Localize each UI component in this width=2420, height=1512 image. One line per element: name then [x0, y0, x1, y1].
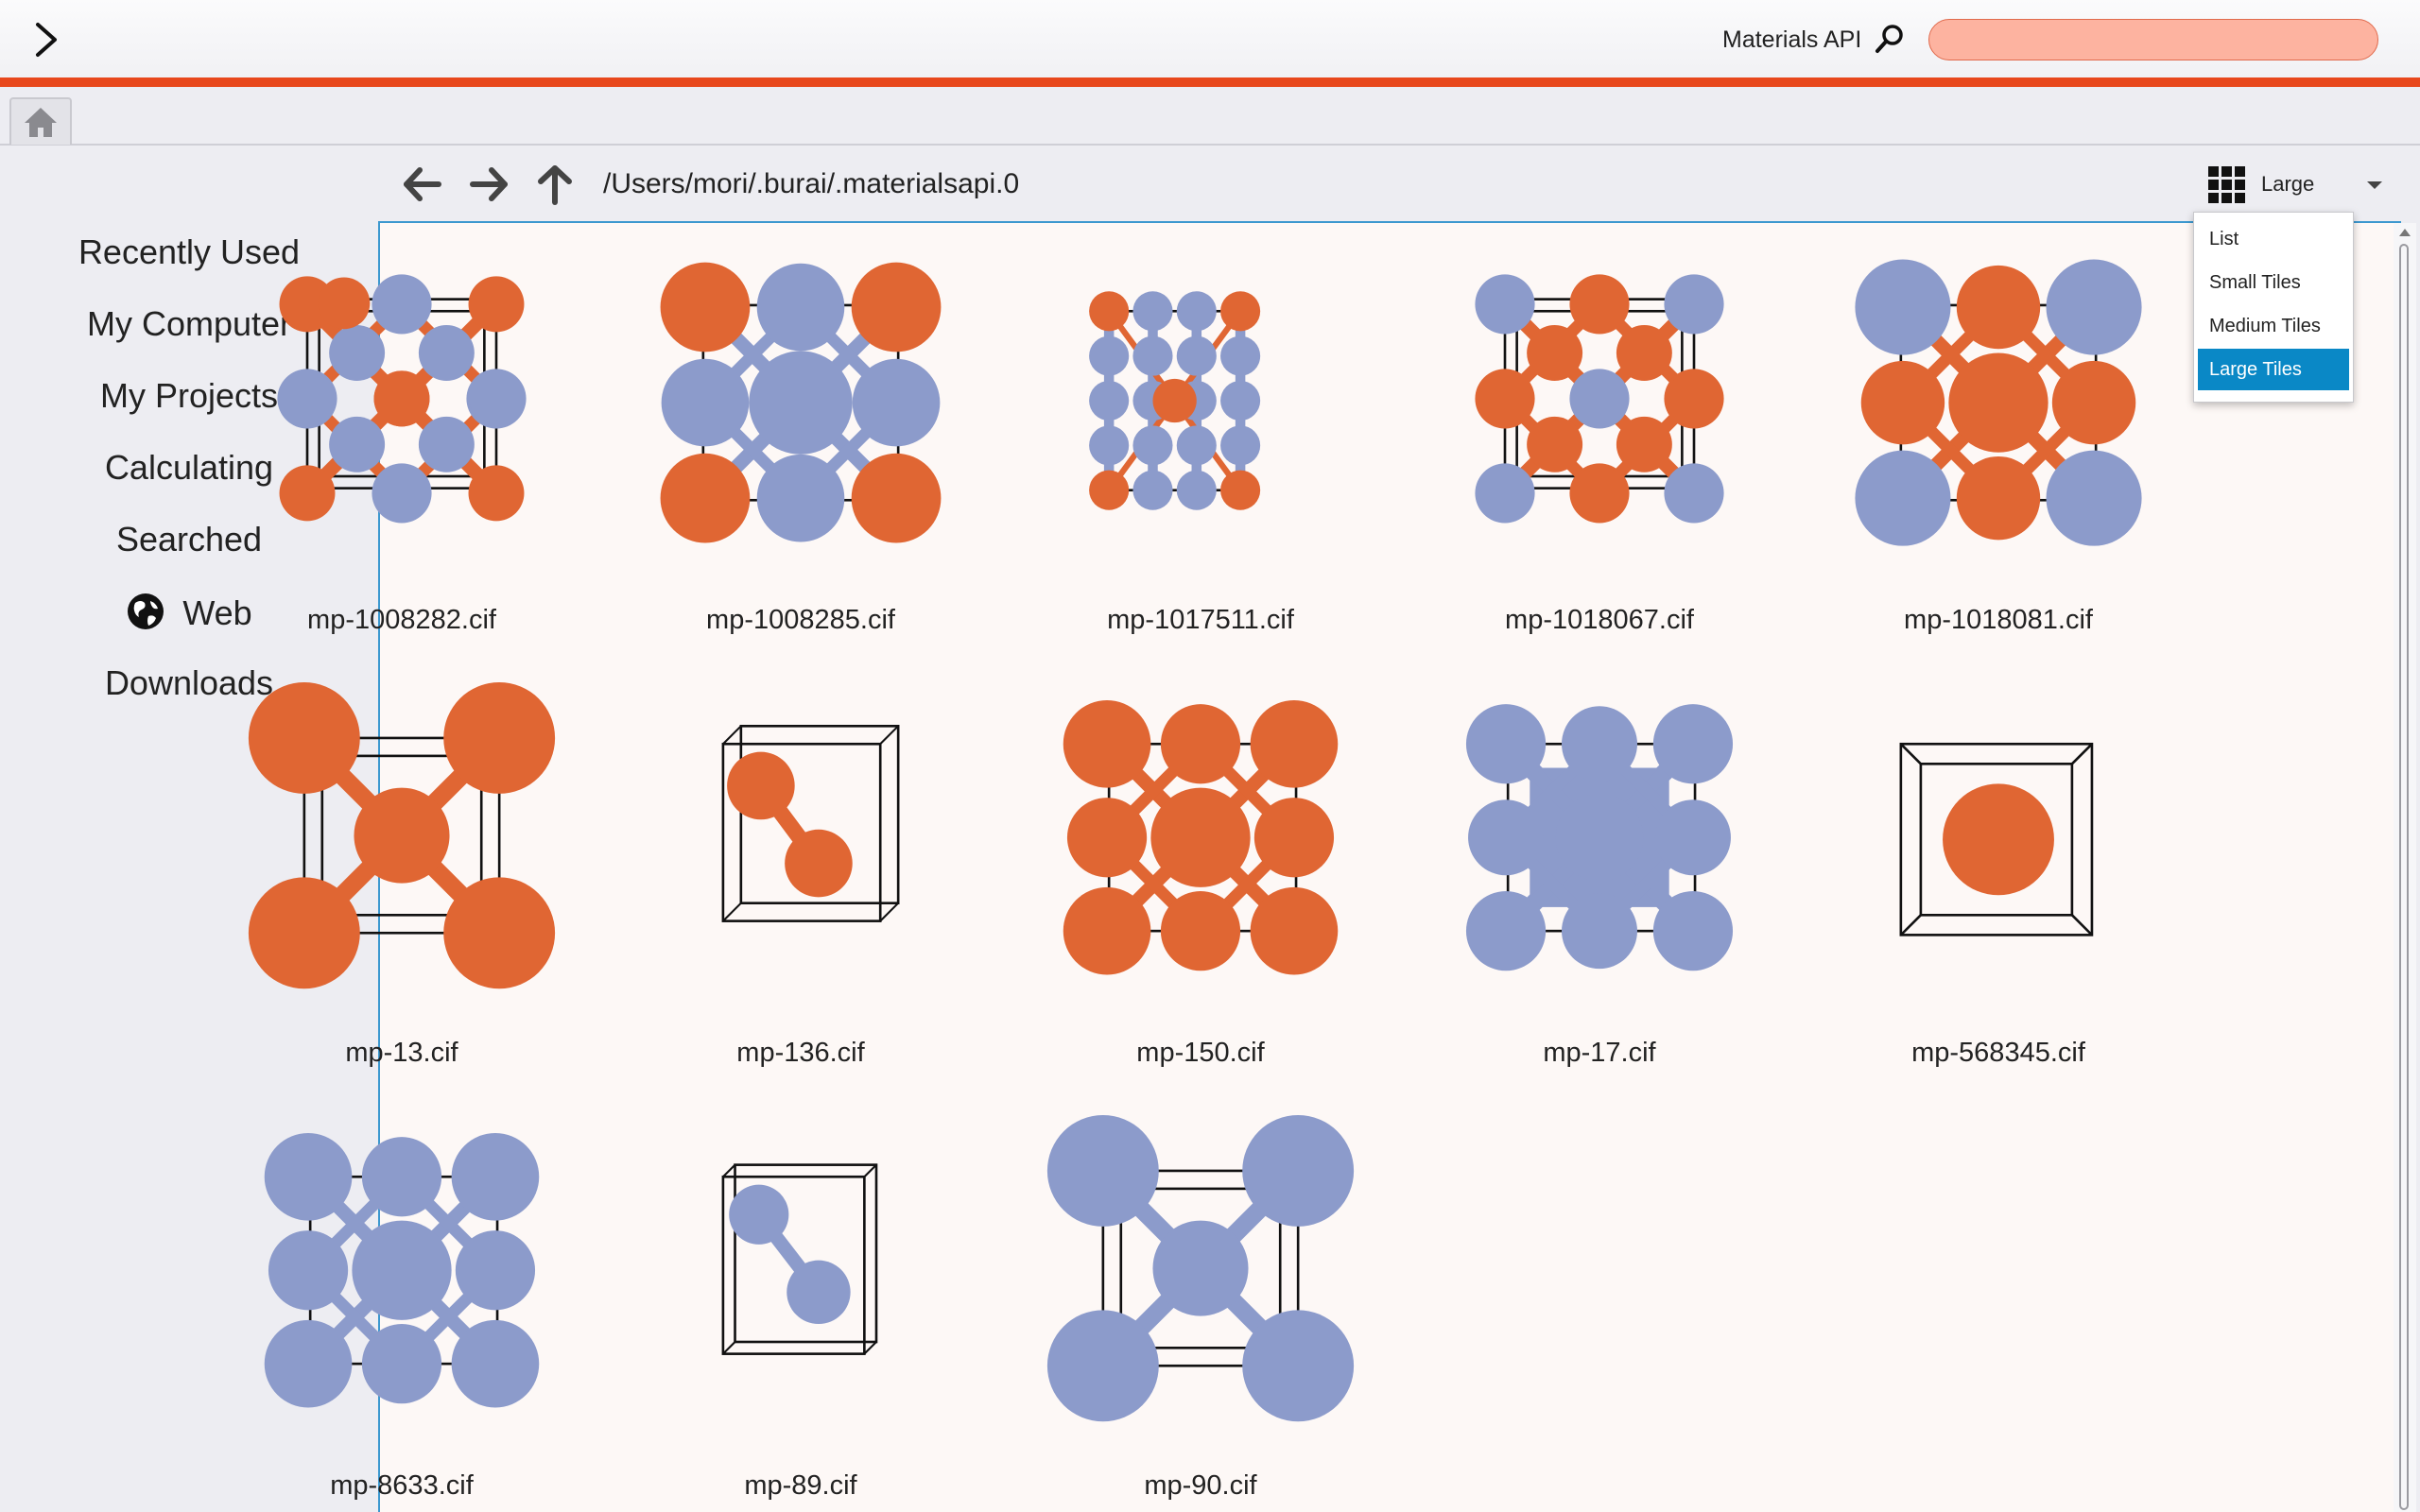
menu-item-medium-tiles[interactable]: Medium Tiles — [2209, 316, 2321, 336]
sidebar-item-my-computer[interactable]: My Computer — [86, 304, 292, 343]
crystal-structure-thumbnail — [1465, 704, 1734, 971]
search-icon[interactable] — [1874, 23, 1906, 55]
file-tile[interactable]: mp-1008285.cif — [612, 221, 990, 637]
file-tile[interactable]: mp-17.cif — [1410, 654, 1789, 1070]
back-arrow-icon[interactable] — [397, 159, 448, 210]
vertical-scrollbar[interactable] — [2394, 223, 2416, 1512]
accent-rule — [0, 77, 2420, 87]
file-name: mp-90.cif — [1144, 1470, 1257, 1501]
crystal-structure-thumbnail — [721, 725, 900, 922]
scrollbar-thumb[interactable] — [2399, 244, 2409, 1510]
file-tile[interactable]: mp-13.cif — [213, 654, 591, 1070]
file-tile[interactable]: mp-8633.cif — [213, 1087, 591, 1503]
sidebar-item-my-projects[interactable]: My Projects — [99, 376, 279, 415]
sidebar-item-calculating[interactable]: Calculating — [104, 448, 274, 487]
file-browser-grid: mp-1008282.cif mp-1008285.cif mp-1017511.c… — [248, 221, 2401, 1512]
file-tile[interactable]: mp-89.cif — [612, 1087, 990, 1503]
crystal-structure-thumbnail — [1855, 259, 2142, 546]
file-name: mp-89.cif — [744, 1470, 857, 1501]
chevron-down-icon[interactable] — [2365, 176, 2384, 195]
sidebar-item-recently-used[interactable]: Recently Used — [78, 232, 301, 271]
sidebar-item-searched[interactable]: Searched — [115, 520, 263, 558]
grid-view-icon[interactable] — [2208, 166, 2246, 204]
file-tile[interactable]: mp-150.cif — [1011, 654, 1390, 1070]
menu-item-small-tiles[interactable]: Small Tiles — [2209, 272, 2301, 293]
current-path: /Users/mori/.burai/.materialsapi.0 — [603, 168, 1020, 199]
file-name: mp-136.cif — [736, 1038, 865, 1068]
crystal-structure-thumbnail — [1046, 1115, 1355, 1422]
sidebar-item-downloads[interactable]: Downloads — [104, 663, 274, 702]
crystal-structure-thumbnail — [660, 262, 942, 543]
materials-api-label: Materials API — [1722, 26, 1862, 53]
file-name: mp-1008282.cif — [307, 605, 496, 635]
file-name: mp-1018067.cif — [1505, 605, 1694, 635]
file-name: mp-1018081.cif — [1904, 605, 2093, 635]
sidebar-toggle-chevron-icon[interactable] — [28, 19, 66, 60]
file-name: mp-1008285.cif — [706, 605, 895, 635]
file-name: mp-1017511.cif — [1107, 605, 1294, 635]
crystal-structure-thumbnail — [277, 274, 527, 524]
file-name: mp-13.cif — [345, 1038, 458, 1068]
crystal-structure-thumbnail — [1899, 742, 2094, 936]
home-icon — [25, 108, 57, 137]
file-name: mp-17.cif — [1543, 1038, 1656, 1068]
crystal-structure-thumbnail — [1063, 699, 1339, 975]
materials-search-input[interactable] — [1928, 19, 2378, 60]
tab-home[interactable] — [9, 97, 72, 145]
crystal-structure-thumbnail — [264, 1132, 540, 1408]
file-tile[interactable]: mp-90.cif — [1011, 1087, 1390, 1503]
file-name: mp-150.cif — [1136, 1038, 1265, 1068]
file-tile[interactable]: mp-136.cif — [612, 654, 990, 1070]
up-arrow-icon[interactable] — [529, 159, 580, 210]
file-tile[interactable]: mp-1018067.cif — [1410, 221, 1789, 637]
globe-icon — [126, 592, 165, 640]
crystal-structure-thumbnail — [1475, 274, 1724, 524]
view-mode-menu: List Small Tiles Medium Tiles Large Tile… — [2193, 212, 2354, 403]
scroll-up-icon — [2399, 229, 2411, 236]
file-tile[interactable]: mp-568345.cif — [1809, 654, 2187, 1070]
file-tile[interactable]: mp-1008282.cif — [213, 221, 591, 637]
file-tile[interactable]: mp-1018081.cif — [1809, 221, 2187, 637]
crystal-structure-thumbnail — [248, 682, 556, 989]
crystal-structure-thumbnail — [721, 1163, 878, 1355]
menu-item-list[interactable]: List — [2209, 229, 2239, 249]
sidebar-item-web-label: Web — [182, 593, 252, 633]
file-name: mp-8633.cif — [330, 1470, 474, 1501]
menu-item-large-tiles[interactable]: Large Tiles — [2198, 349, 2349, 390]
crystal-structure-thumbnail — [1089, 291, 1261, 510]
file-name: mp-568345.cif — [1911, 1038, 2085, 1068]
file-tile[interactable]: mp-1017511.cif — [1011, 221, 1390, 637]
tab-bar — [0, 87, 2420, 146]
forward-arrow-icon[interactable] — [463, 159, 514, 210]
view-mode-select[interactable]: Large — [2261, 172, 2315, 196]
sidebar-item-web[interactable]: Web — [0, 592, 378, 640]
